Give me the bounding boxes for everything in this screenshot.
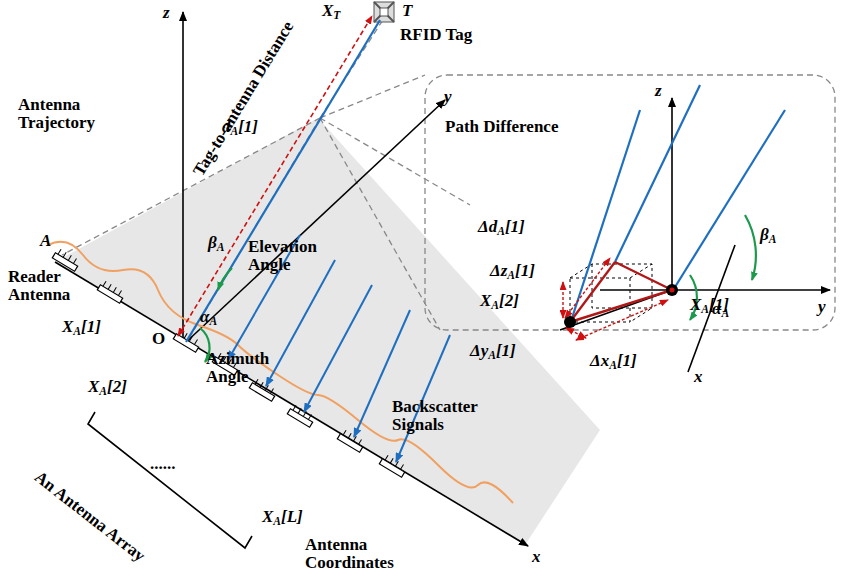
label: T [402,2,412,20]
label: x [532,548,541,566]
label: z [163,4,170,22]
label: Path Difference [445,118,558,136]
label: Elevation Angle [248,238,328,274]
math-symbol: βA [208,234,224,252]
math-symbol: ΔdA[1] [478,218,525,236]
label: A [40,232,51,250]
label: O [152,330,165,348]
label: Reader Antenna [8,268,88,304]
label: z [655,82,662,100]
math-symbol: XA[2] [88,378,127,396]
math-symbol: XA[2] [480,292,519,310]
label: Backscatter Signals [392,398,492,434]
math-symbol: αA [200,308,217,326]
math-symbol: αA [712,300,729,318]
math-symbol: XA[L] [262,508,303,526]
label: x [694,368,703,386]
label: An Antenna Array [31,468,148,565]
label: ...... [150,455,176,473]
math-symbol: XT [322,2,340,20]
label: Antenna Trajectory [18,96,108,132]
math-symbol: ΔyA[1] [470,342,516,360]
label: y [818,298,826,316]
label: Antenna Coordinates [305,536,415,572]
math-symbol: XA[1] [62,318,101,336]
label: Azimuth Angle [206,350,276,386]
label: RFID Tag [400,26,472,44]
math-symbol: βA [760,226,776,244]
math-symbol: ΔzA[1] [490,262,535,280]
math-symbol: ΔxA[1] [590,352,637,370]
label: y [444,88,452,106]
